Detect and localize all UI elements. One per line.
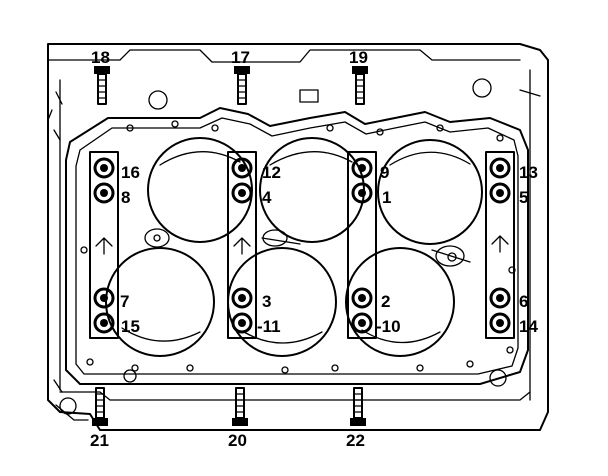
bolt-label-1: 1 — [382, 188, 391, 207]
bolt-1-head — [351, 182, 373, 204]
bolt-label-13: 13 — [519, 163, 538, 182]
bolt-10-head — [351, 312, 373, 334]
side-bolt-19 — [352, 66, 368, 105]
bolt-label-8: 8 — [121, 188, 130, 207]
bolt-number-labels: 18 17 19 16 8 12 4 9 1 13 5 7 15 3 -11 2… — [90, 48, 538, 450]
engine-block-outline — [47, 43, 549, 431]
cylinder-bore-5 — [227, 247, 337, 357]
bolt-label-19: 19 — [349, 48, 368, 67]
bolt-label-15: 15 — [121, 317, 140, 336]
port-features — [144, 228, 471, 267]
side-bolt-18 — [94, 66, 110, 105]
cylinder-bore-3 — [377, 139, 483, 245]
bolt-14-head — [489, 312, 511, 334]
bolt-11-head — [231, 312, 253, 334]
bolt-label-18: 18 — [91, 48, 110, 67]
bolt-label-4: 4 — [262, 188, 272, 207]
cylinder-bores — [105, 137, 483, 357]
side-bolt-17 — [234, 66, 250, 105]
bolt-label-22: 22 — [346, 431, 365, 450]
side-bolt-20 — [232, 387, 248, 426]
gasket-holes — [80, 120, 516, 374]
bolt-label-11: -11 — [257, 317, 281, 336]
head-gasket — [65, 107, 529, 385]
bolt-label-12: 12 — [262, 163, 281, 182]
bolt-label-7: 7 — [120, 292, 129, 311]
cylinder-bore-4 — [105, 247, 215, 357]
cylinder-bore-6 — [345, 247, 455, 357]
bolt-3-head — [231, 287, 253, 309]
bolt-label-21: 21 — [90, 431, 109, 450]
bolt-label-20: 20 — [228, 431, 247, 450]
bolt-2-head — [351, 287, 373, 309]
cylinder-bore-1 — [147, 137, 253, 243]
bolt-5-head — [489, 182, 511, 204]
bolt-label-3: 3 — [262, 292, 271, 311]
bolt-8-head — [93, 182, 115, 204]
side-bolts — [92, 66, 368, 426]
bolt-label-2: 2 — [381, 292, 390, 311]
bolt-12-head — [231, 157, 253, 179]
bolt-label-16: 16 — [121, 163, 140, 182]
bolt-label-5: 5 — [519, 188, 528, 207]
bolt-label-9: 9 — [380, 163, 389, 182]
bolt-label-10: -10 — [376, 317, 401, 336]
bolt-label-6: 6 — [519, 292, 528, 311]
bolt-4-head — [231, 182, 253, 204]
bolt-15-head — [93, 312, 115, 334]
bolt-16-head — [93, 157, 115, 179]
bolt-13-head — [489, 157, 511, 179]
bolt-label-14: 14 — [519, 317, 538, 336]
side-bolt-21 — [92, 387, 108, 426]
bolt-6-head — [489, 287, 511, 309]
bolt-label-17: 17 — [231, 48, 250, 67]
bolt-strips — [89, 151, 515, 339]
bolt-7-head — [93, 287, 115, 309]
head-bolts — [93, 157, 511, 334]
bolt-9-head — [351, 157, 373, 179]
side-bolt-22 — [350, 387, 366, 426]
